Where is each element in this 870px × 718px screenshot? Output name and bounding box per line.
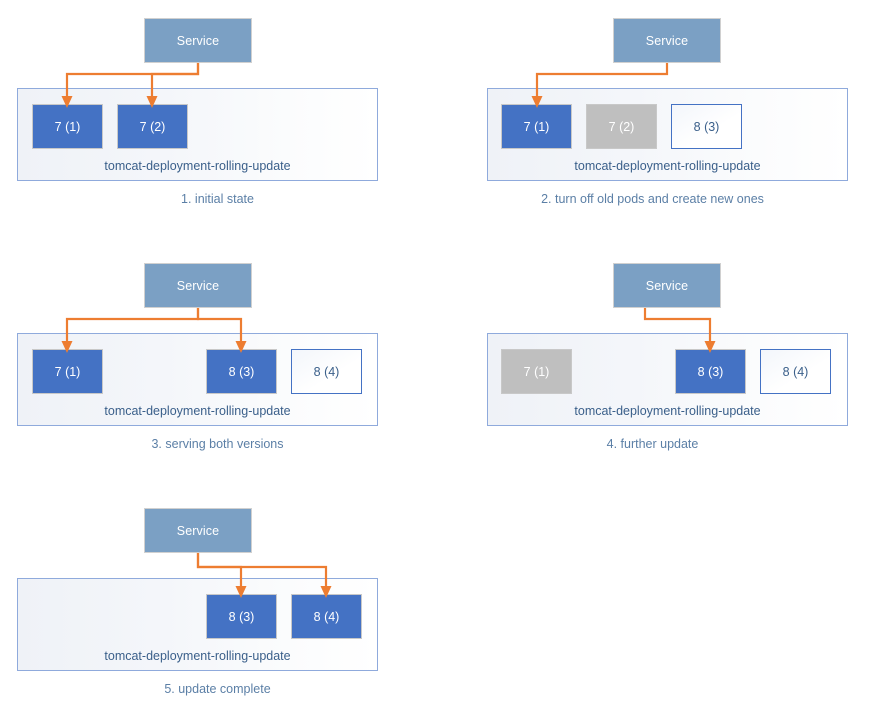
pod-label: 8 (3): [228, 609, 255, 624]
pod-box: 7 (1): [32, 104, 103, 149]
deployment-container: tomcat-deployment-rolling-update: [487, 88, 848, 181]
service-label: Service: [176, 278, 220, 293]
deployment-name-label: tomcat-deployment-rolling-update: [104, 159, 291, 173]
pod-label: 7 (1): [54, 119, 81, 134]
pod-box: 8 (3): [206, 349, 277, 394]
pod-box: 8 (3): [206, 594, 277, 639]
pod-label: 7 (2): [608, 119, 635, 134]
deployment-name-label: tomcat-deployment-rolling-update: [574, 404, 761, 418]
pod-box: 8 (3): [675, 349, 746, 394]
panel-serving-both-versions: Service tomcat-deployment-rolling-update…: [0, 245, 435, 470]
pod-box: 7 (1): [501, 104, 572, 149]
pod-label: 8 (4): [313, 364, 340, 379]
pod-box: 8 (4): [291, 594, 362, 639]
service-box: Service: [613, 263, 721, 308]
pod-box: 7 (2): [117, 104, 188, 149]
deployment-name-label: tomcat-deployment-rolling-update: [104, 649, 291, 663]
service-box: Service: [144, 508, 252, 553]
panel-update-complete: Service tomcat-deployment-rolling-update…: [0, 490, 435, 715]
pod-box: 7 (2): [586, 104, 657, 149]
pod-label: 7 (1): [523, 119, 550, 134]
pod-label: 7 (2): [139, 119, 166, 134]
deployment-name-label: tomcat-deployment-rolling-update: [574, 159, 761, 173]
pod-label: 8 (3): [697, 364, 724, 379]
service-box: Service: [144, 18, 252, 63]
panel-caption: 3. serving both versions: [151, 437, 284, 451]
pod-box: 7 (1): [501, 349, 572, 394]
service-label: Service: [176, 523, 220, 538]
service-label: Service: [645, 33, 689, 48]
service-label: Service: [645, 278, 689, 293]
panel-caption: 1. initial state: [181, 192, 254, 206]
deployment-name-label: tomcat-deployment-rolling-update: [104, 404, 291, 418]
service-box: Service: [613, 18, 721, 63]
pod-label: 8 (3): [228, 364, 255, 379]
panel-caption: 5. update complete: [164, 682, 271, 696]
pod-label: 7 (1): [54, 364, 81, 379]
pod-label: 8 (4): [313, 609, 340, 624]
service-label: Service: [176, 33, 220, 48]
panel-caption: 2. turn off old pods and create new ones: [541, 192, 764, 206]
pod-box: 8 (4): [291, 349, 362, 394]
pod-box: 8 (3): [671, 104, 742, 149]
service-box: Service: [144, 263, 252, 308]
pod-box: 7 (1): [32, 349, 103, 394]
panel-further-update: Service tomcat-deployment-rolling-update…: [435, 245, 870, 470]
pod-box: 8 (4): [760, 349, 831, 394]
panel-caption: 4. further update: [606, 437, 699, 451]
pod-label: 7 (1): [523, 364, 550, 379]
panel-initial-state: Service tomcat-deployment-rolling-update…: [0, 0, 435, 225]
panel-turn-off-old-pods: Service tomcat-deployment-rolling-update…: [435, 0, 870, 225]
pod-label: 8 (3): [693, 119, 720, 134]
pod-label: 8 (4): [782, 364, 809, 379]
